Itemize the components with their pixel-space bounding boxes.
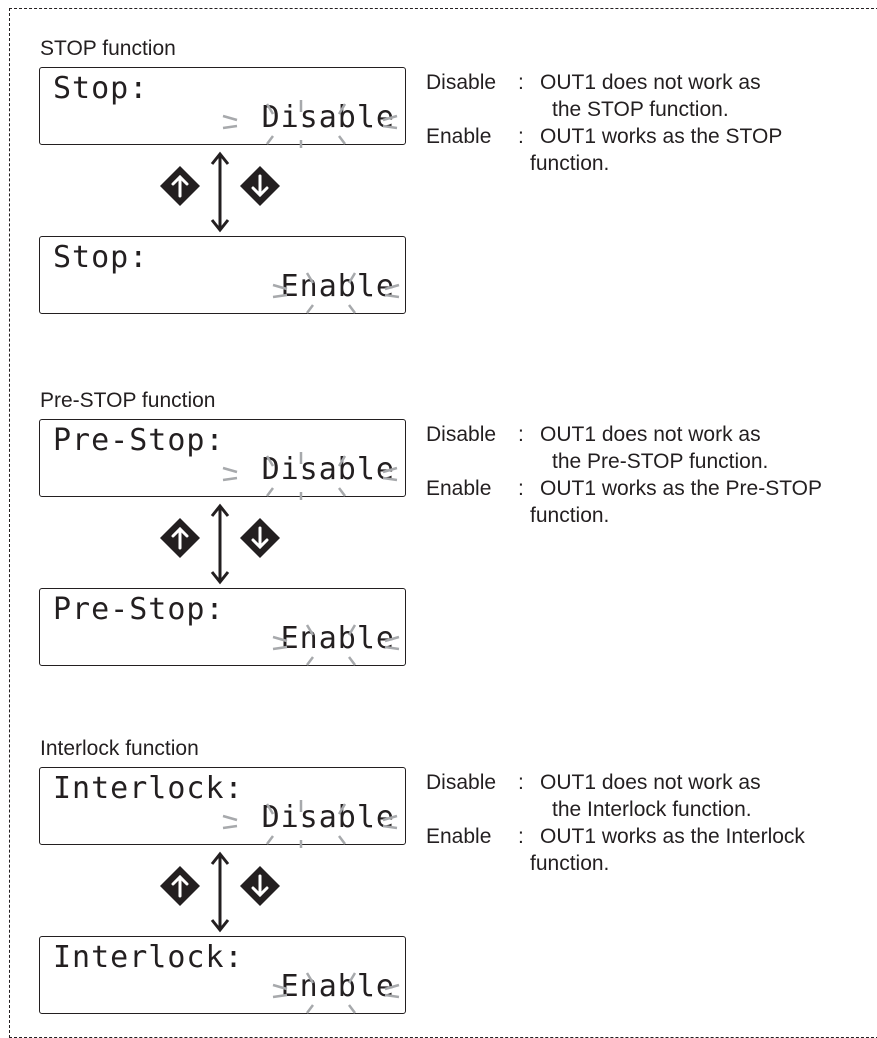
double-headed-vertical-arrow-icon — [210, 503, 230, 585]
enable-description: Enable : OUT1 works as the STOP — [426, 124, 876, 151]
lcd-label: Interlock: — [53, 771, 244, 806]
disable-text-line1: OUT1 does not work as — [540, 423, 761, 446]
navigation-arrows — [160, 503, 280, 585]
lcd-label: Pre-Stop: — [53, 592, 225, 627]
disable-key: Disable — [426, 423, 497, 446]
enable-description: Enable : OUT1 works as the Interlock — [426, 824, 876, 851]
setting-description: Disable : OUT1 does not work as the Pre-… — [426, 422, 876, 530]
lcd-label: Stop: — [53, 71, 149, 106]
disable-text-line2: the Interlock function. — [552, 798, 752, 821]
double-headed-vertical-arrow-icon — [210, 151, 230, 233]
interlock-function-section: Interlock function Interlock: Disable — [0, 700, 877, 1020]
setting-description: Disable : OUT1 does not work as the STOP… — [426, 70, 876, 178]
lcd-value: Enable — [280, 269, 395, 304]
up-arrow-diamond-icon[interactable] — [160, 166, 200, 206]
disable-text-line2: the Pre-STOP function. — [552, 450, 769, 473]
disable-description: Disable : OUT1 does not work as — [426, 770, 876, 797]
lcd-display-enable: Interlock: Enable — [39, 936, 406, 1014]
enable-text-line2: function. — [530, 504, 610, 527]
lcd-value: Disable — [261, 452, 395, 487]
enable-text-line1: OUT1 works as the Interlock — [540, 825, 805, 848]
navigation-arrows — [160, 151, 280, 233]
section-title: Interlock function — [40, 737, 199, 760]
lcd-value: Enable — [280, 621, 395, 656]
separator-colon: : — [518, 477, 524, 500]
down-arrow-diamond-icon[interactable] — [240, 518, 280, 558]
stop-function-section: STOP function Stop: Disable — [0, 0, 877, 320]
separator-colon: : — [518, 71, 524, 94]
lcd-label: Interlock: — [53, 940, 244, 975]
lcd-display-disable: Stop: Disable — [39, 67, 406, 148]
up-arrow-diamond-icon[interactable] — [160, 518, 200, 558]
enable-key: Enable — [426, 825, 492, 848]
down-arrow-diamond-icon[interactable] — [240, 166, 280, 206]
disable-key: Disable — [426, 771, 497, 794]
separator-colon: : — [518, 825, 524, 848]
up-arrow-diamond-icon[interactable] — [160, 866, 200, 906]
enable-key: Enable — [426, 125, 492, 148]
enable-key: Enable — [426, 477, 492, 500]
lcd-display-disable: Interlock: Disable — [39, 767, 406, 848]
lcd-value: Enable — [280, 969, 395, 1004]
separator-colon: : — [518, 771, 524, 794]
lcd-display-disable: Pre-Stop: Disable — [39, 419, 406, 500]
enable-text-line2: function. — [530, 852, 610, 875]
section-title: STOP function — [40, 37, 176, 60]
pre-stop-function-section: Pre-STOP function Pre-Stop: Disable — [0, 352, 877, 672]
lcd-display-enable: Pre-Stop: Enable — [39, 588, 406, 666]
enable-text-line1: OUT1 works as the Pre-STOP — [540, 477, 823, 500]
down-arrow-diamond-icon[interactable] — [240, 866, 280, 906]
disable-description: Disable : OUT1 does not work as — [426, 70, 876, 97]
double-headed-vertical-arrow-icon — [210, 851, 230, 933]
enable-description: Enable : OUT1 works as the Pre-STOP — [426, 476, 876, 503]
navigation-arrows — [160, 851, 280, 933]
enable-text-line2: function. — [530, 152, 610, 175]
separator-colon: : — [518, 423, 524, 446]
separator-colon: : — [518, 125, 524, 148]
enable-text-line1: OUT1 works as the STOP — [540, 125, 783, 148]
setting-description: Disable : OUT1 does not work as the Inte… — [426, 770, 876, 878]
disable-key: Disable — [426, 71, 497, 94]
disable-description: Disable : OUT1 does not work as — [426, 422, 876, 449]
disable-text-line1: OUT1 does not work as — [540, 71, 761, 94]
lcd-label: Stop: — [53, 240, 149, 275]
lcd-display-enable: Stop: Enable — [39, 236, 406, 314]
lcd-value: Disable — [261, 800, 395, 835]
disable-text-line1: OUT1 does not work as — [540, 771, 761, 794]
section-title: Pre-STOP function — [40, 389, 216, 412]
lcd-value: Disable — [261, 100, 395, 135]
lcd-label: Pre-Stop: — [53, 423, 225, 458]
disable-text-line2: the STOP function. — [552, 98, 729, 121]
